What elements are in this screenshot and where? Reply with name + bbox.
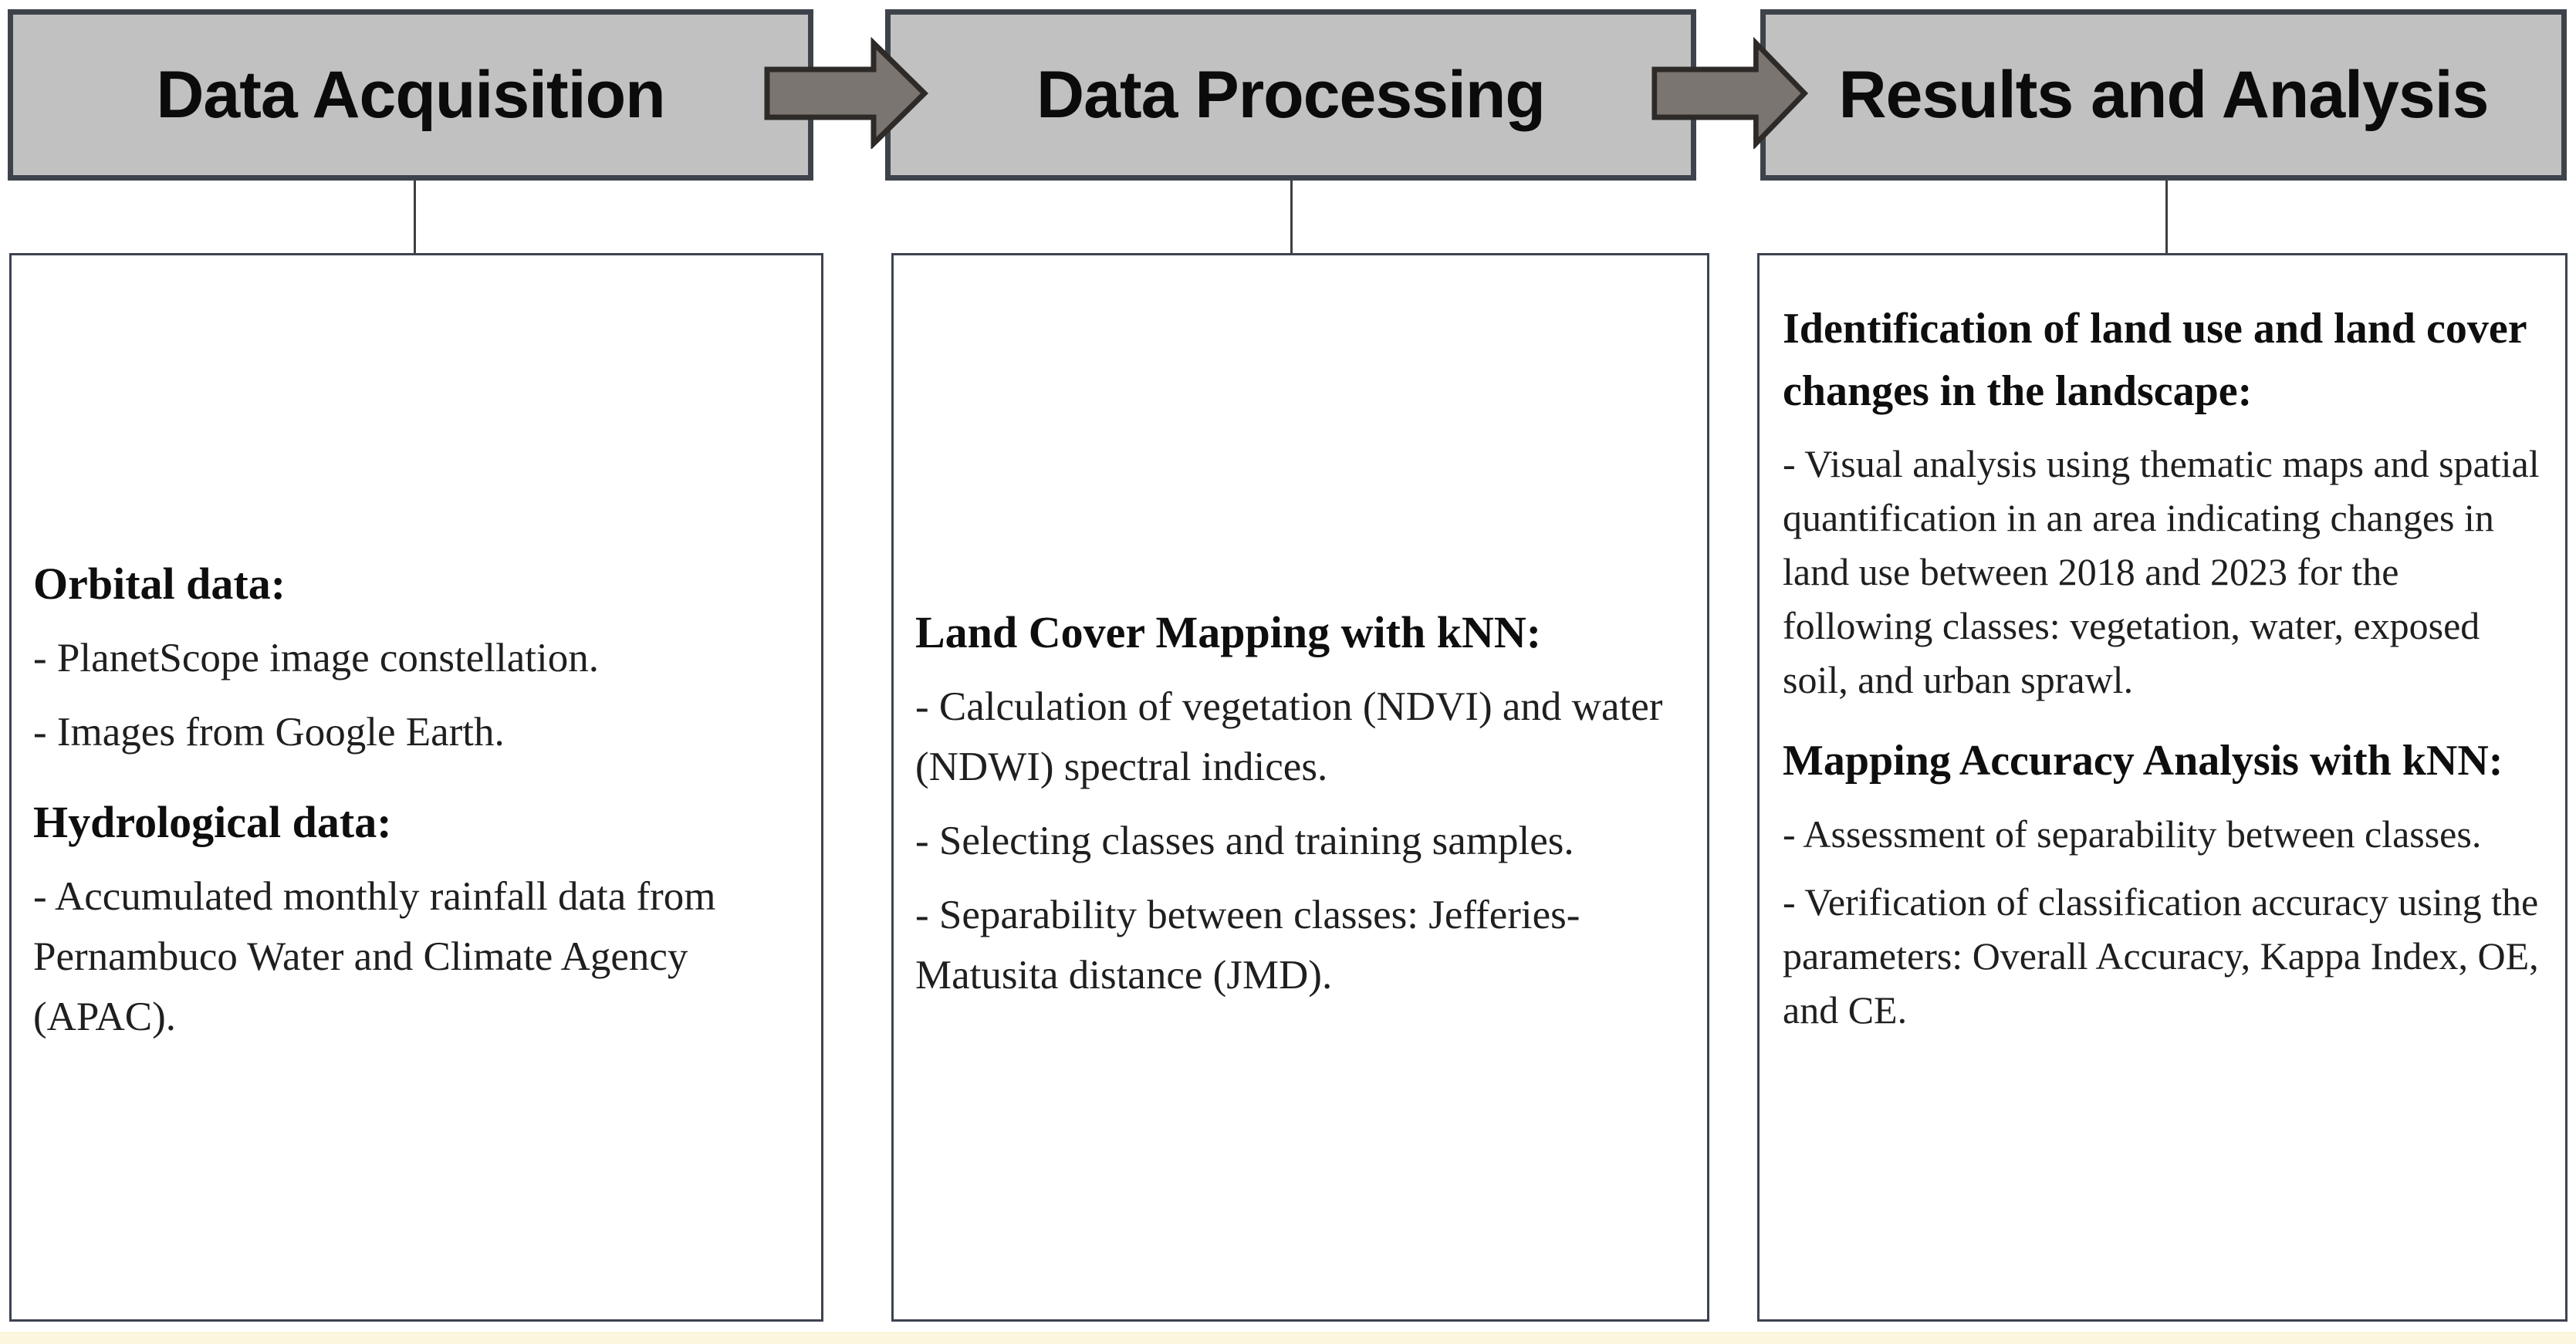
flow-arrow-icon [1651, 37, 1809, 149]
stage-title: Data Processing [1036, 57, 1546, 132]
connector-line [414, 181, 416, 253]
stage-box-results-analysis: Results and Analysis [1760, 9, 2567, 181]
stage-title: Data Acquisition [156, 57, 665, 132]
bullet-item: - Visual analysis using thematic maps an… [1783, 442, 2540, 702]
stage-box-data-processing: Data Processing [885, 9, 1696, 181]
bullet-item: - Separability between classes: Jefferie… [915, 892, 1580, 998]
content-box-data-processing: Land Cover Mapping with kNN: - Calculati… [891, 253, 1709, 1322]
section-heading: Hydrological data: [33, 797, 392, 847]
flow-arrow-icon [764, 37, 928, 149]
connector-line [1290, 181, 1293, 253]
section-heading: Identification of land use and land cove… [1783, 305, 2527, 416]
page-bottom-tint [0, 1332, 2576, 1344]
section-heading: Land Cover Mapping with kNN: [915, 607, 1542, 657]
section-heading: Orbital data: [33, 559, 286, 609]
bullet-item: - Images from Google Earth. [33, 710, 505, 755]
connector-line [2165, 181, 2168, 253]
bullet-item: - PlanetScope image constellation. [33, 636, 599, 681]
content-box-data-acquisition: Orbital data: - PlanetScope image conste… [9, 253, 823, 1322]
bullet-item: - Verification of classification accurac… [1783, 880, 2539, 1032]
bullet-item: - Assessment of separability between cla… [1783, 812, 2482, 856]
content-box-results-analysis: Identification of land use and land cove… [1757, 253, 2568, 1322]
stage-box-data-acquisition: Data Acquisition [8, 9, 813, 181]
stage-title: Results and Analysis [1838, 57, 2490, 132]
bullet-item: - Selecting classes and training samples… [915, 819, 1574, 863]
section-heading: Mapping Accuracy Analysis with kNN: [1783, 737, 2503, 785]
bullet-item: - Accumulated monthly rainfall data from… [33, 874, 716, 1039]
bullet-item: - Calculation of vegetation (NDVI) and w… [915, 684, 1663, 790]
